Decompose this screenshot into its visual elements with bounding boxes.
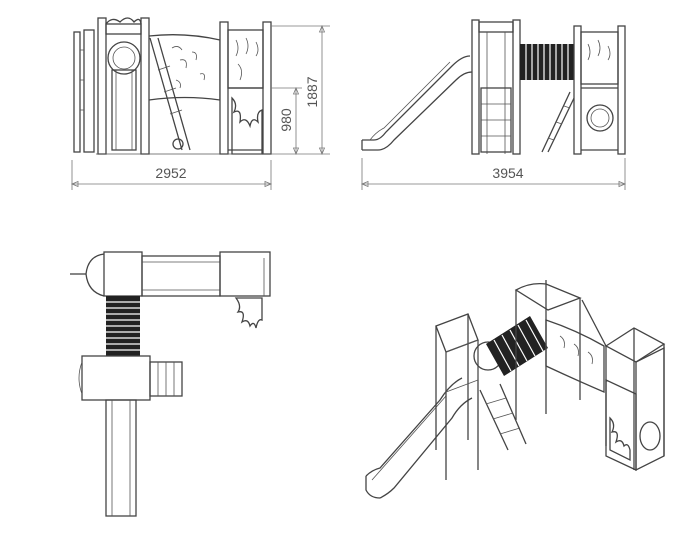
total-height-dimension: 1887 [304, 76, 320, 107]
plan-view [70, 251, 271, 517]
isometric-view [365, 280, 666, 499]
front-width-dimension: 2952 [155, 165, 186, 181]
platform-height-dimension: 980 [278, 108, 294, 132]
side-length-dimension: 3954 [492, 165, 523, 181]
front-view: 2952 1887 980 [70, 17, 330, 190]
side-view: 3954 [360, 19, 627, 190]
